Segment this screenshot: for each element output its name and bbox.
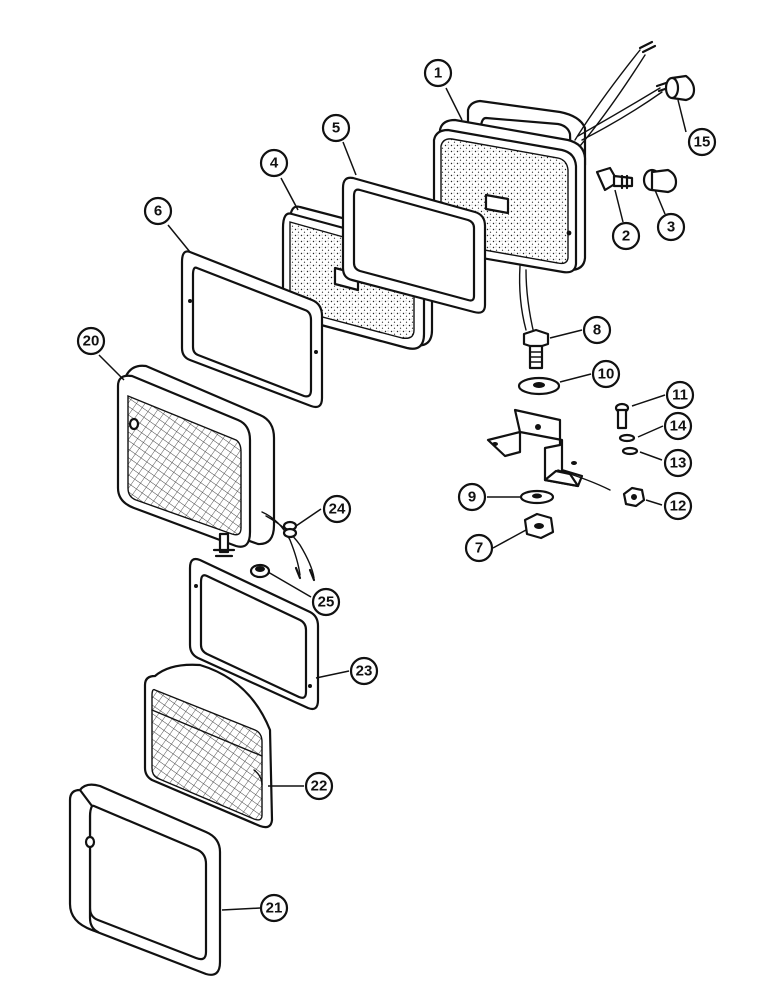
bolt-8 (522, 328, 550, 370)
callout-14: 14 (663, 411, 693, 441)
nut-12 (622, 486, 646, 508)
svg-text:6: 6 (154, 203, 162, 220)
svg-text:8: 8 (593, 322, 601, 339)
callout-23: 23 (349, 656, 379, 686)
callout-3: 3 (656, 212, 686, 242)
knob-2 (595, 166, 634, 192)
gasket-5 (341, 176, 487, 314)
washer-13 (621, 446, 639, 456)
svg-text:14: 14 (670, 418, 687, 435)
callout-6: 6 (143, 196, 173, 226)
grommet-15 (664, 74, 696, 102)
svg-text:15: 15 (694, 134, 711, 151)
grommet-25 (249, 563, 271, 579)
svg-text:5: 5 (332, 120, 340, 137)
svg-text:2: 2 (622, 228, 630, 245)
callout-25: 25 (311, 587, 341, 617)
svg-text:13: 13 (670, 455, 687, 472)
svg-text:25: 25 (318, 594, 335, 611)
callout-4: 4 (259, 148, 289, 178)
frame-6 (180, 250, 324, 409)
callout-21: 21 (259, 893, 289, 923)
lens-22 (143, 663, 274, 829)
svg-text:22: 22 (311, 778, 328, 795)
washer-10 (517, 376, 561, 396)
svg-text:24: 24 (329, 501, 346, 518)
callout-12: 12 (663, 491, 693, 521)
svg-text:4: 4 (270, 155, 279, 172)
callout-2: 2 (611, 221, 641, 251)
callout-24: 24 (322, 494, 352, 524)
callout-7: 7 (464, 533, 494, 563)
svg-text:3: 3 (667, 219, 675, 236)
callout-15: 15 (687, 127, 717, 157)
nut-7 (523, 512, 555, 540)
callout-22: 22 (304, 771, 334, 801)
callout-13: 13 (663, 448, 693, 478)
washer-9 (519, 489, 555, 505)
callout-11: 11 (665, 380, 695, 410)
svg-text:21: 21 (266, 900, 283, 917)
bulb-holder-3 (642, 168, 678, 194)
svg-text:20: 20 (83, 333, 100, 350)
gasket-23 (188, 557, 320, 711)
svg-text:11: 11 (672, 387, 688, 404)
svg-text:10: 10 (598, 366, 615, 383)
callout-9: 9 (457, 482, 487, 512)
callout-10: 10 (591, 359, 621, 389)
svg-text:7: 7 (475, 540, 483, 557)
work-lamp-housing-20 (116, 364, 316, 582)
leader-lines (98, 87, 687, 911)
svg-text:23: 23 (356, 663, 373, 680)
callout-5: 5 (321, 113, 351, 143)
callout-20: 20 (76, 326, 106, 356)
washer-14 (618, 433, 636, 443)
svg-text:1: 1 (434, 65, 442, 82)
callout-8: 8 (582, 315, 612, 345)
callout-1: 1 (423, 58, 453, 88)
mounting-bracket (486, 408, 611, 491)
bezel-21 (68, 783, 222, 976)
screw-11 (614, 402, 630, 430)
svg-text:12: 12 (670, 498, 687, 515)
svg-text:9: 9 (468, 489, 476, 506)
